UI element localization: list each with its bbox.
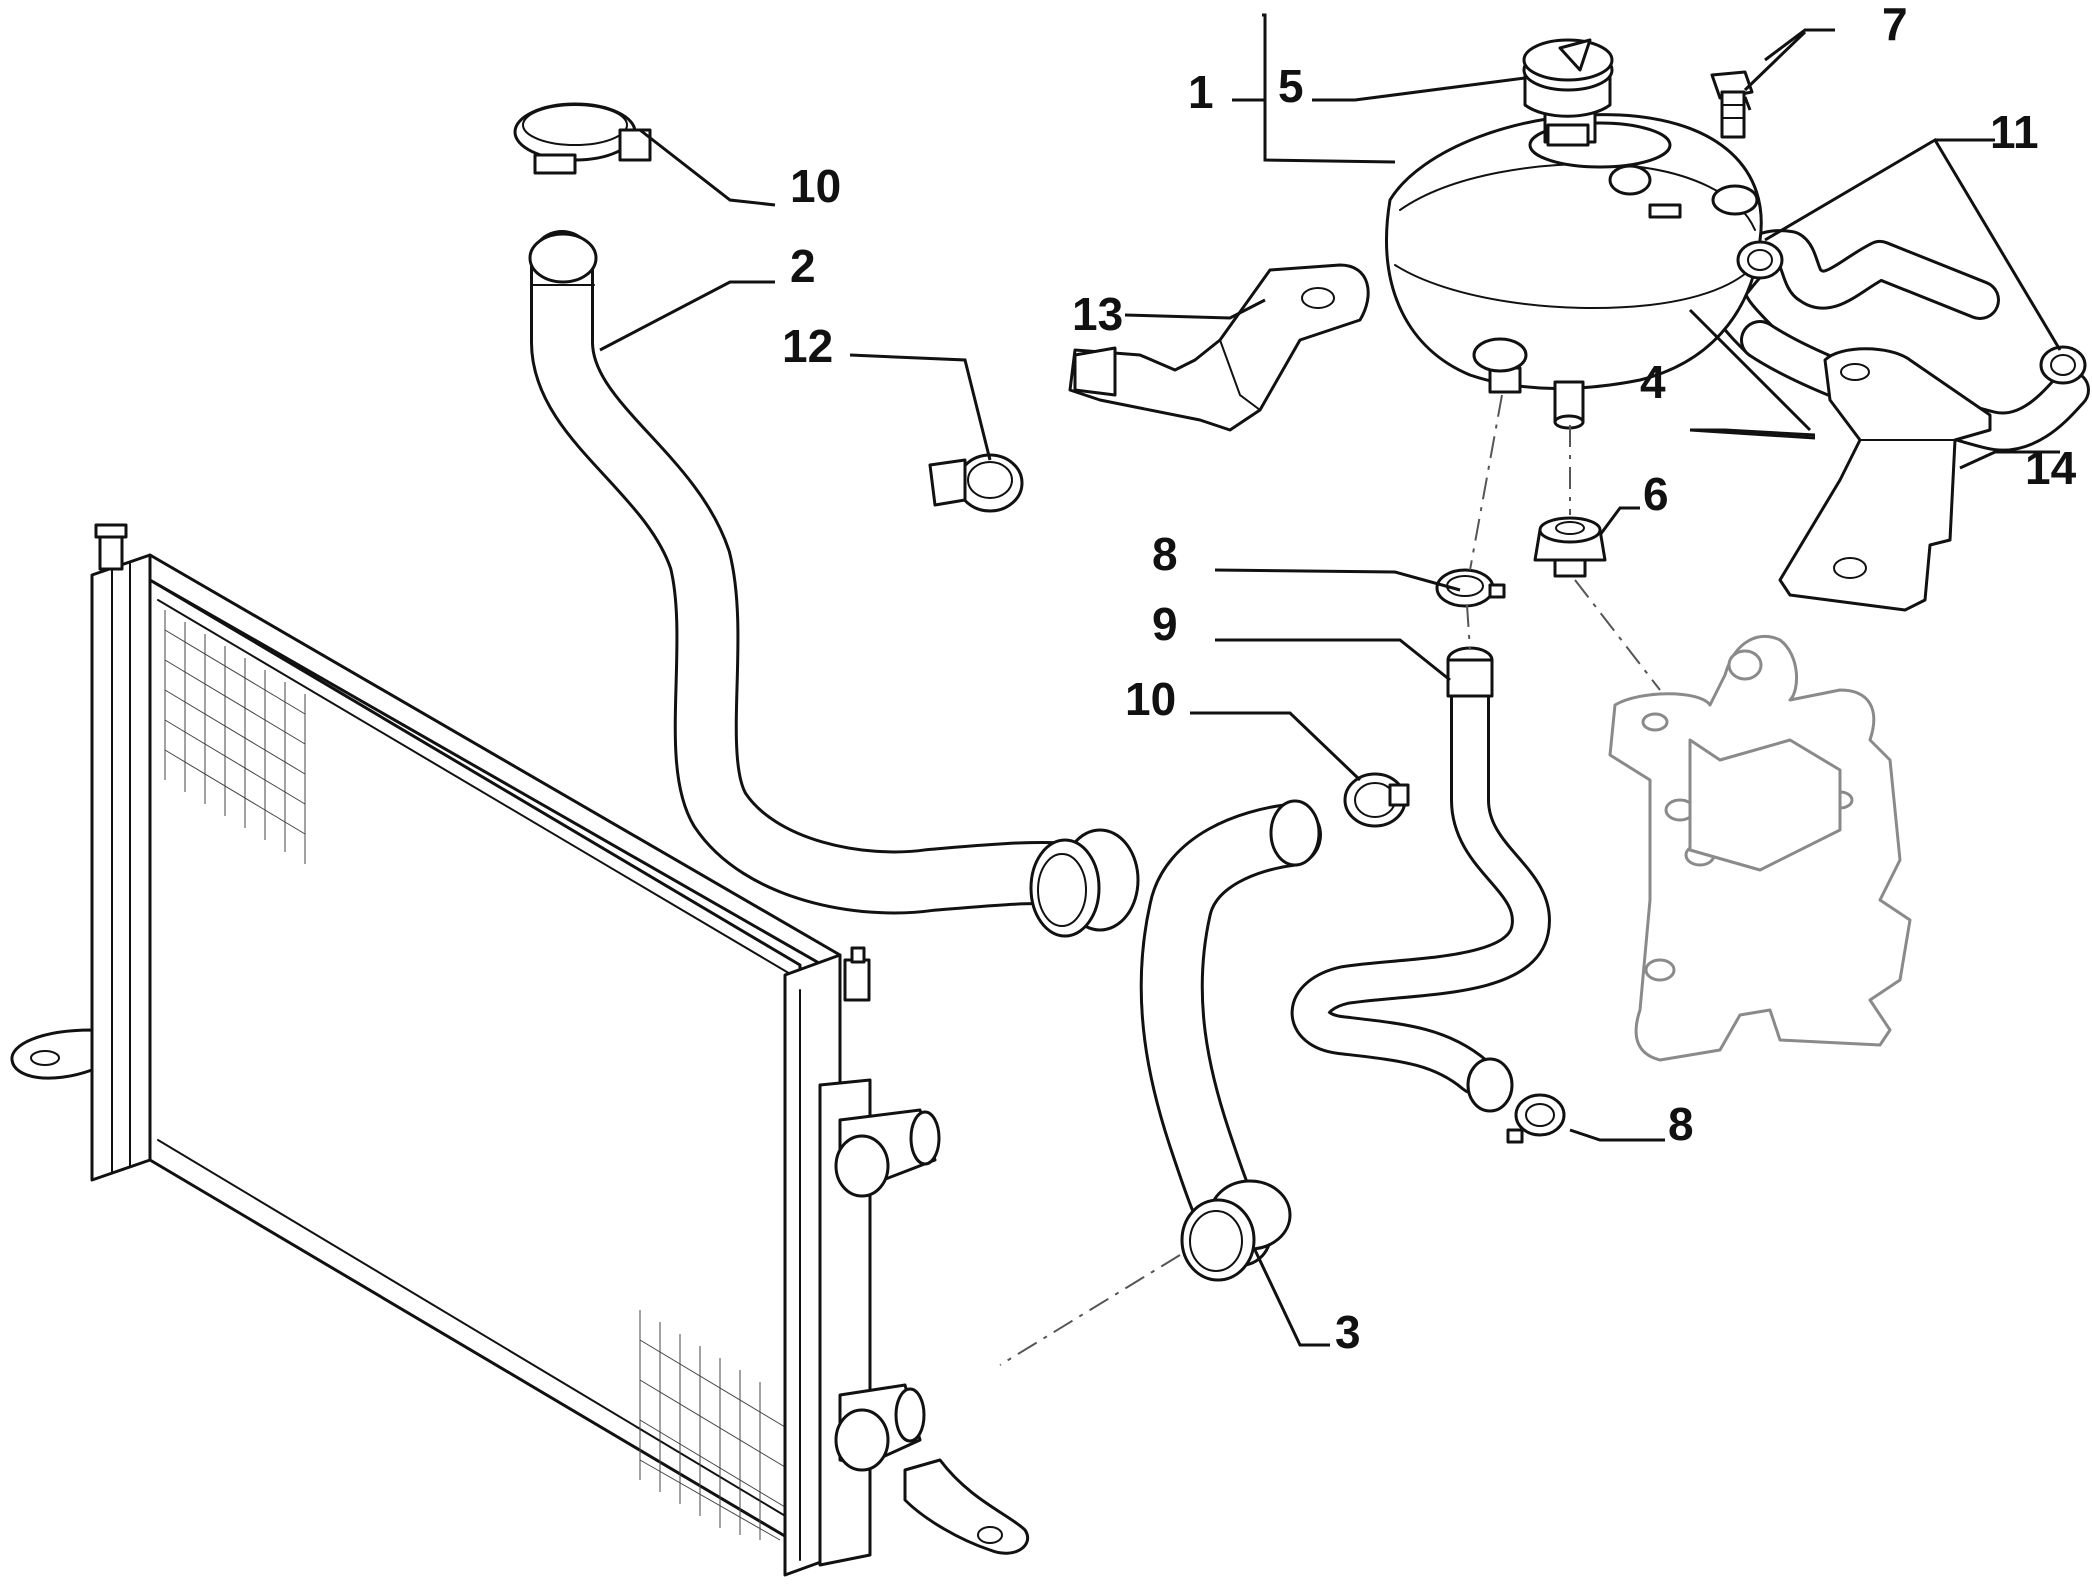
callout-6: 6 [1643, 468, 1669, 520]
callout-10-top: 10 [790, 160, 841, 212]
upper-radiator-hose [528, 230, 1140, 938]
callout-13: 13 [1072, 288, 1123, 340]
callout-3: 3 [1335, 1306, 1361, 1358]
mounting-bracket-14 [1778, 347, 1992, 612]
hose-clamp-12 [928, 453, 1024, 513]
callout-5: 5 [1278, 60, 1304, 112]
callout-10-middle: 10 [1125, 673, 1176, 725]
lower-radiator-hose [1139, 799, 1322, 1282]
hose-clamp-8-bottom [1506, 1093, 1566, 1144]
hose-clamp-10-top [513, 102, 652, 175]
callout-8-top: 8 [1152, 528, 1178, 580]
callout-11: 11 [1990, 106, 2039, 158]
clamp-11a [1736, 240, 1784, 280]
callout-14: 14 [2025, 442, 2077, 494]
callout-8-bottom: 8 [1668, 1098, 1694, 1150]
radiator-core-grid-lower [639, 1310, 791, 1541]
callout-labels: 1 5 7 10 2 11 13 12 4 14 6 8 9 10 8 3 [782, 0, 2077, 1358]
callout-12: 12 [782, 320, 833, 372]
engine-mount-housing [1608, 634, 1912, 1062]
bleed-hose [1290, 646, 1551, 1113]
radiator-core-grid-upper [164, 610, 306, 864]
callout-9: 9 [1152, 598, 1178, 650]
mounting-bracket-13 [1068, 263, 1370, 432]
grommet [1533, 516, 1607, 578]
leader-lines [599, 13, 2062, 1347]
callout-7: 7 [1882, 0, 1908, 50]
expansion-tank [1385, 113, 1763, 430]
clamp-11b [2039, 345, 2087, 385]
radiator [10, 523, 1029, 1577]
bolt [1710, 70, 1754, 139]
callout-2: 2 [790, 240, 816, 292]
callout-4: 4 [1640, 356, 1666, 408]
hose-clamp-8-top [1435, 568, 1506, 608]
assembly-dashed-lines [999, 394, 1661, 1366]
callout-1: 1 [1188, 66, 1214, 118]
hose-clamp-10-middle [1343, 772, 1410, 828]
expansion-tank-cap [1522, 38, 1614, 147]
